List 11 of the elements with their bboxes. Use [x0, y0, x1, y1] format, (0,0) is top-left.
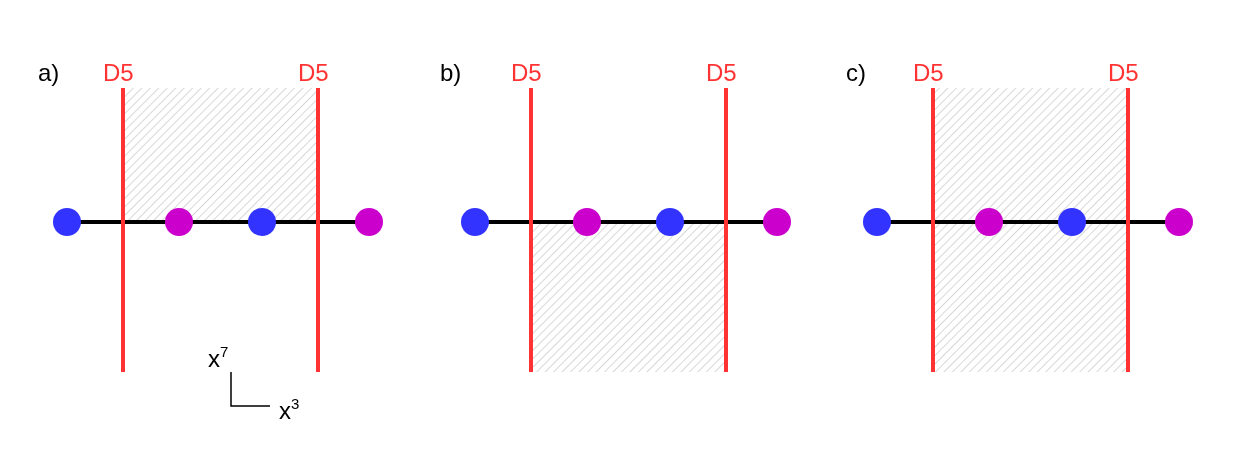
panel-label: a): [38, 60, 60, 86]
brane-label: D5: [913, 60, 944, 86]
brane-label: D5: [103, 60, 134, 86]
brane-label: D5: [1108, 60, 1139, 86]
axis-label: x$^{7}$: [208, 346, 229, 372]
brane-label: D5: [706, 60, 737, 86]
brane-label: D5: [511, 60, 542, 86]
panel-label: c): [846, 60, 866, 86]
brane-label: D5: [298, 60, 329, 86]
panel-label: b): [440, 60, 462, 86]
axis-label: x$^{3}$: [279, 398, 300, 424]
